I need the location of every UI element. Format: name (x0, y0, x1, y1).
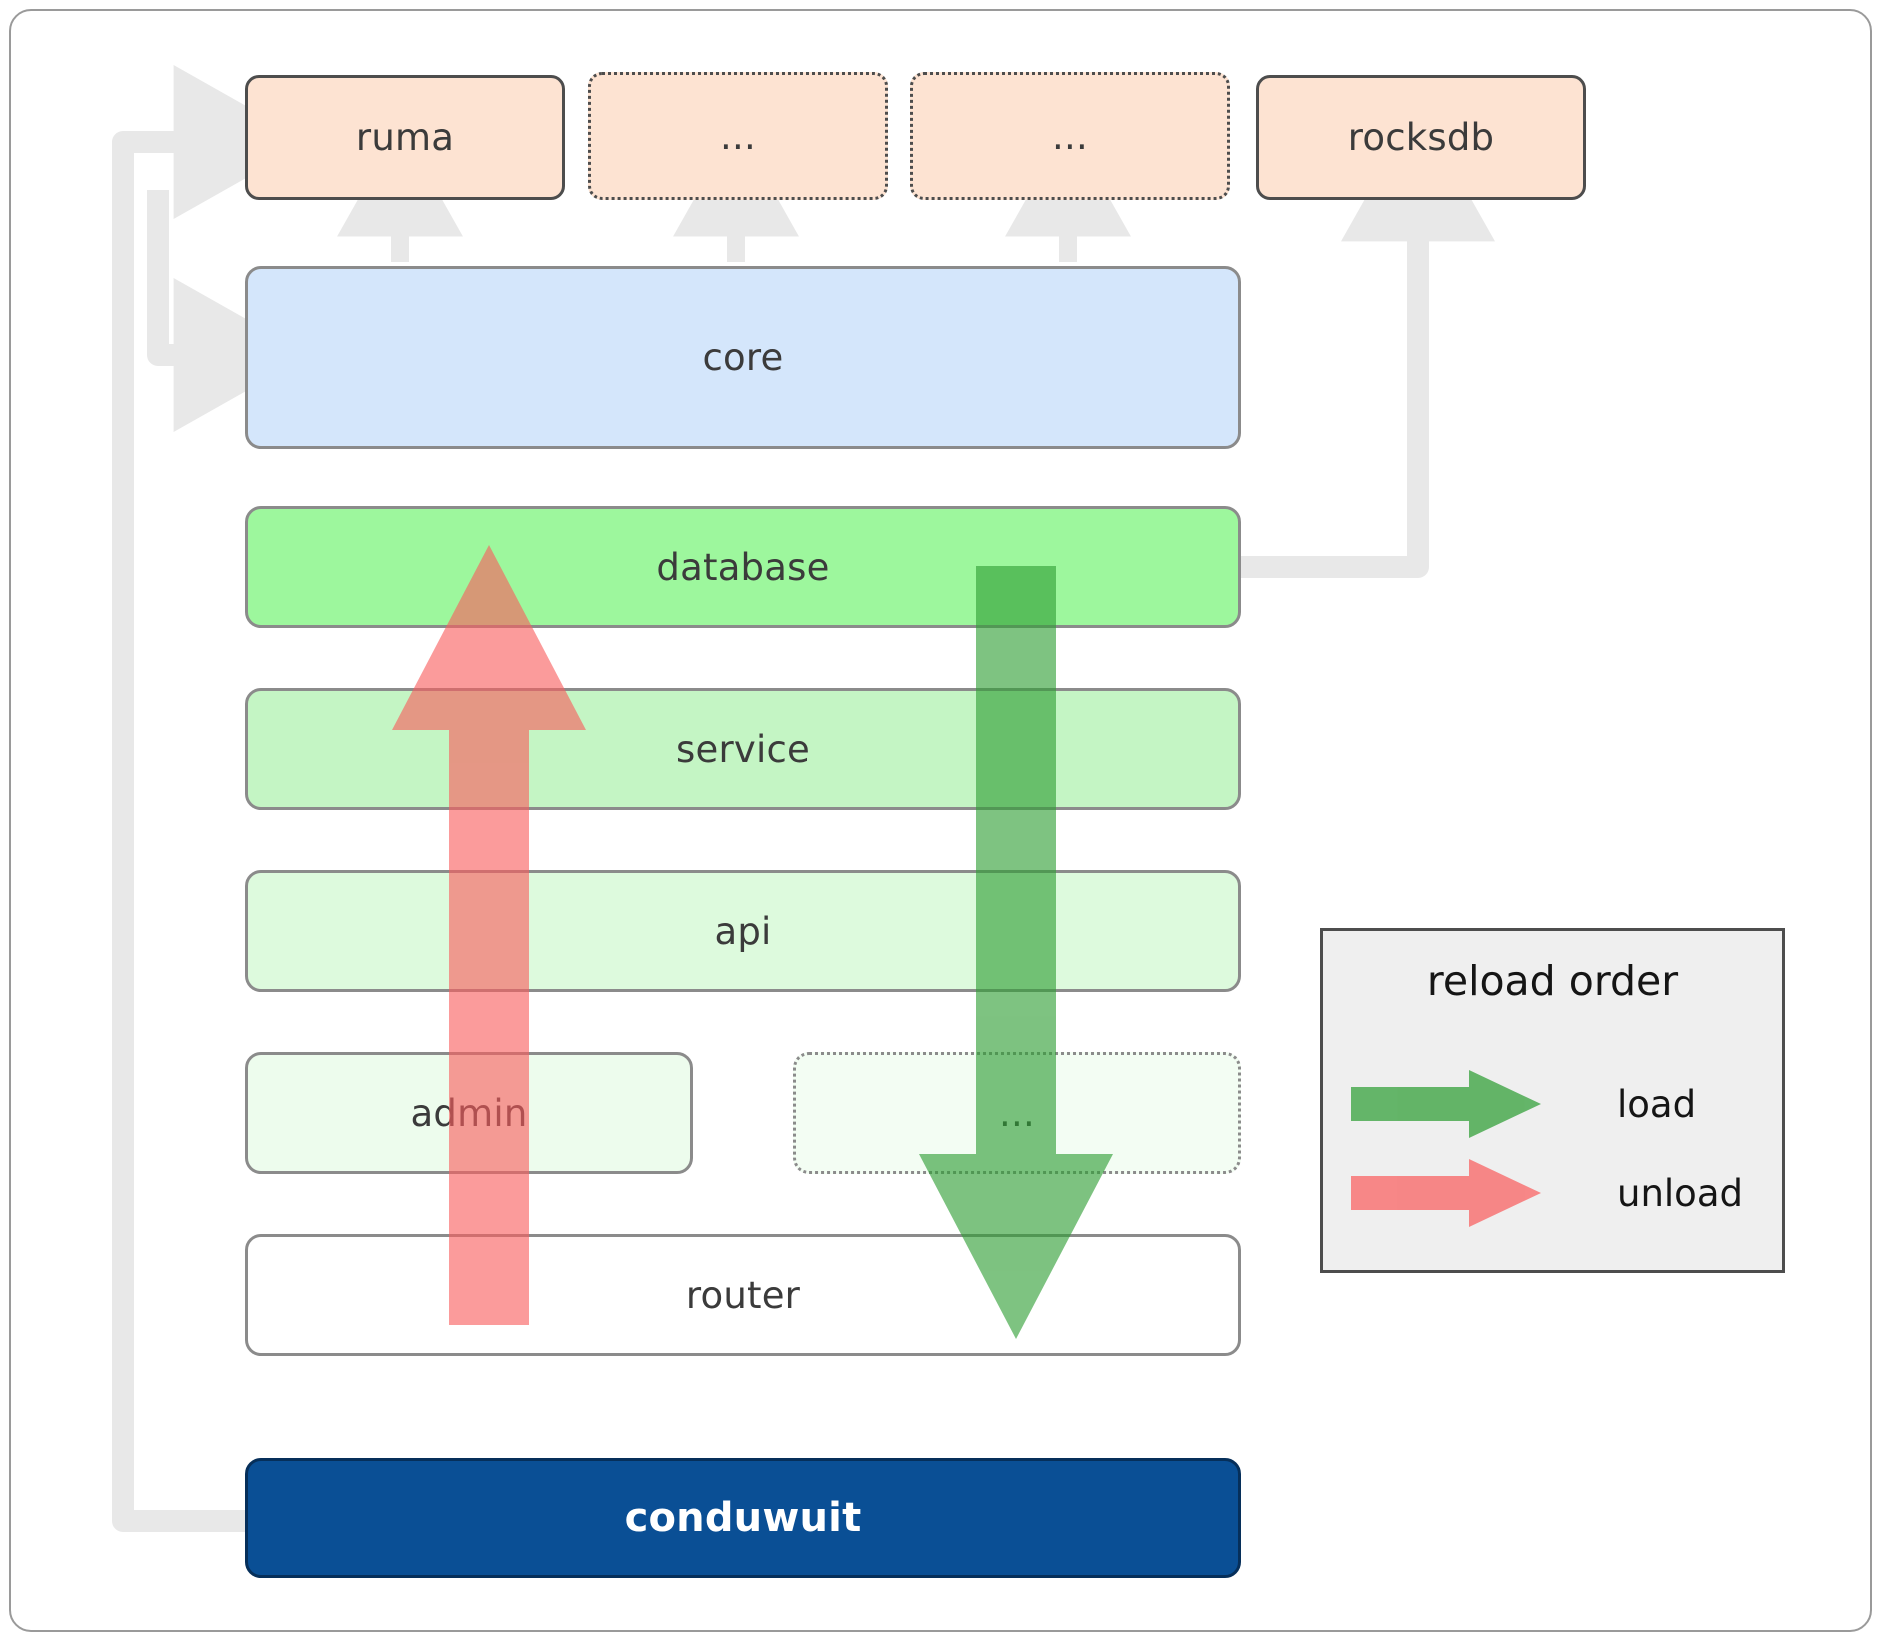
layer-node-dots[interactable]: ... (793, 1052, 1241, 1174)
legend-unload-arrow-icon (1351, 1153, 1547, 1233)
layer-node-core[interactable]: core (245, 266, 1241, 449)
layer-label-core: core (702, 336, 784, 379)
layer-label-service: service (676, 727, 810, 771)
legend-load-arrow-icon (1351, 1064, 1547, 1144)
dependency-label-ruma: ruma (355, 116, 455, 159)
dependency-label-dots-2: ... (1052, 114, 1088, 158)
root-node-conduwuit[interactable]: conduwuit (245, 1458, 1241, 1578)
layer-label-database: database (656, 545, 830, 589)
legend-panel: reload order load (1320, 928, 1785, 1273)
layer-label-dots: ... (999, 1091, 1035, 1135)
layer-label-router: router (685, 1273, 801, 1317)
legend-unload-label: unload (1617, 1171, 1743, 1215)
dependency-node-dots-1[interactable]: ... (588, 72, 888, 200)
diagram-frame (9, 9, 1872, 1632)
layer-label-admin: admin (410, 1091, 528, 1135)
dependency-node-rocksdb[interactable]: rocksdb (1256, 75, 1586, 200)
dependency-node-dots-2[interactable]: ... (910, 72, 1230, 200)
layer-node-router[interactable]: router (245, 1234, 1241, 1356)
layer-label-api: api (714, 909, 772, 953)
dependency-label-rocksdb: rocksdb (1347, 116, 1495, 159)
layer-node-database[interactable]: database (245, 506, 1241, 628)
layer-node-admin[interactable]: admin (245, 1052, 693, 1174)
root-label-conduwuit: conduwuit (624, 1495, 862, 1541)
legend-item-load: load (1351, 1064, 1761, 1144)
legend-title: reload order (1426, 957, 1679, 1005)
legend-load-label: load (1617, 1082, 1697, 1126)
dependency-node-ruma[interactable]: ruma (245, 75, 565, 200)
layer-node-service[interactable]: service (245, 688, 1241, 810)
dependency-label-dots-1: ... (720, 114, 756, 158)
layer-node-api[interactable]: api (245, 870, 1241, 992)
legend-item-unload: unload (1351, 1153, 1761, 1233)
